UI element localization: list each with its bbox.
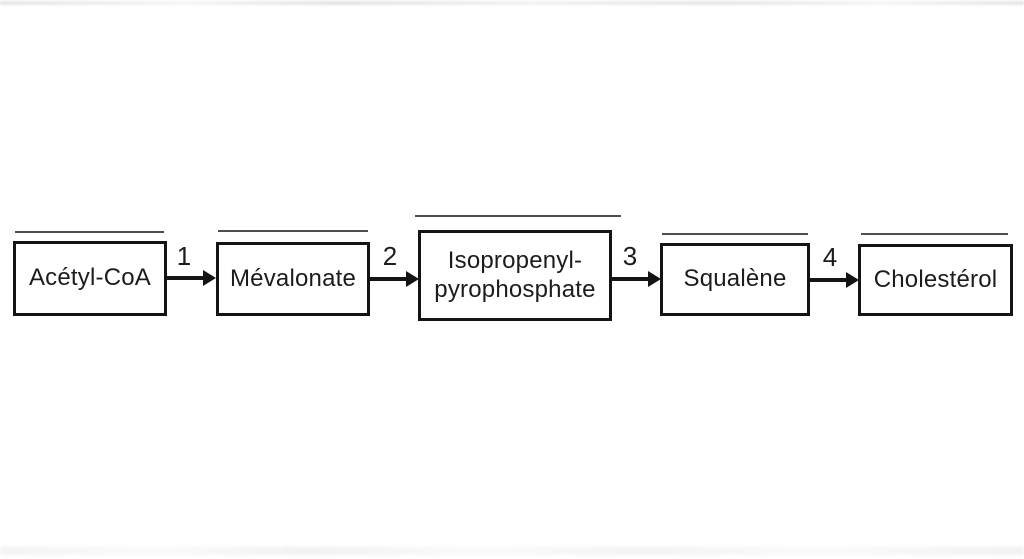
box-label-cholesterol: Cholestérol [873, 265, 998, 293]
pathway-box-mevalonate: Mévalonate [216, 242, 370, 316]
arrow-step-2-icon [369, 271, 419, 287]
arrow-head [203, 270, 216, 286]
pathway-box-squalene: Squalène [660, 243, 810, 316]
arrow-head [846, 272, 859, 288]
pathway-box-acetyl-coa: Acétyl-CoA [13, 241, 167, 316]
arrow-number-4: 4 [822, 242, 838, 272]
answer-blank-line-1 [15, 231, 164, 233]
pathway-box-isopropenyl-pyrophosphate: Isopropenyl- pyrophosphate [418, 230, 612, 321]
arrow-step-1-icon [166, 270, 216, 286]
answer-blank-line-2 [218, 230, 368, 232]
pathway-box-cholesterol: Cholestérol [858, 244, 1013, 316]
answer-blank-line-5 [861, 233, 1008, 235]
box-label-isopropenyl-pyrophosphate: Isopropenyl- pyrophosphate [434, 246, 596, 303]
arrow-head [648, 271, 661, 287]
arrow-shaft [611, 277, 651, 281]
scan-artifact-top [0, 1, 1024, 5]
arrow-step-3-icon [611, 271, 661, 287]
box-label-acetyl-coa: Acétyl-CoA [28, 264, 152, 292]
arrow-shaft [809, 278, 849, 282]
arrow-head [406, 271, 419, 287]
answer-blank-line-4 [662, 233, 808, 235]
arrow-number-2: 2 [382, 241, 398, 271]
arrow-step-4-icon [809, 272, 859, 288]
arrow-number-1: 1 [176, 241, 192, 271]
arrow-shaft [166, 276, 206, 280]
arrow-shaft [369, 277, 409, 281]
box-label-squalene: Squalène [683, 265, 787, 293]
box-label-mevalonate: Mévalonate [229, 264, 357, 292]
scan-artifact-bottom [0, 547, 1024, 555]
answer-blank-line-3 [415, 215, 621, 217]
arrow-number-3: 3 [622, 241, 638, 271]
